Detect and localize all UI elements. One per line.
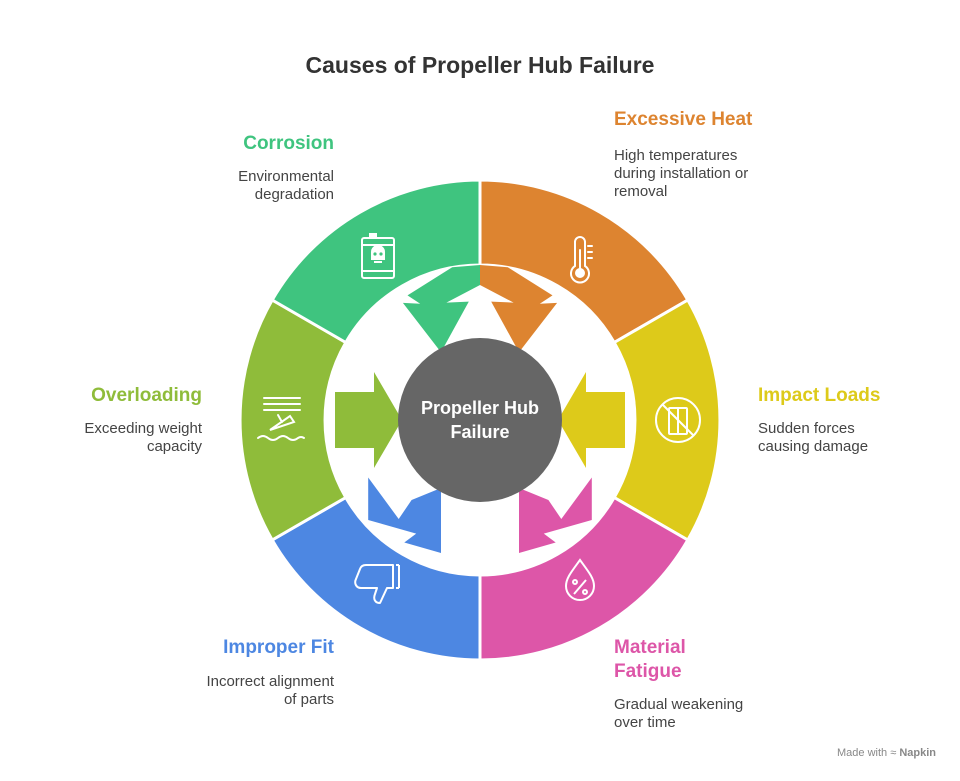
- arrow-overloading: [335, 372, 402, 468]
- label-desc-material-fatigue: Gradual weakening over time: [614, 696, 743, 732]
- desc-line: degradation: [254, 186, 334, 203]
- title-line: Material: [614, 637, 686, 658]
- desc-line: Exceeding weight: [84, 420, 202, 437]
- desc-line: High temperatures: [614, 147, 738, 164]
- label-desc-overloading: Exceeding weight capacity: [84, 420, 202, 456]
- desc-line: of parts: [283, 691, 334, 708]
- desc-line: Gradual weakening: [614, 696, 744, 713]
- label-title-improper-fit: Improper Fit: [223, 637, 334, 658]
- desc-line: capacity: [146, 438, 202, 455]
- desc-line: during installation or: [614, 165, 749, 182]
- thermometer-icon: [570, 236, 593, 284]
- desc-line: removal: [614, 183, 668, 200]
- label-desc-improper-fit: Incorrect alignment of parts: [206, 673, 334, 709]
- footer-brand: Napkin: [899, 747, 936, 759]
- percent-drop-icon: [564, 558, 596, 601]
- label-desc-corrosion: Environmental degradation: [238, 168, 334, 204]
- label-title-excessive-heat: Excessive Heat: [614, 109, 753, 130]
- label-title-impact-loads: Impact Loads: [758, 385, 881, 406]
- toxic-barrel-icon: [361, 233, 395, 279]
- arrow-material-fatigue: [519, 477, 592, 553]
- label-title-corrosion: Corrosion: [243, 133, 334, 154]
- thumbs-down-icon: [354, 564, 400, 604]
- desc-line: over time: [614, 714, 676, 731]
- desc-line: Incorrect alignment: [206, 673, 334, 690]
- arrow-corrosion: [402, 265, 480, 353]
- desc-line: causing damage: [758, 438, 869, 455]
- sinking-ship-icon: [257, 397, 305, 441]
- segment-impact-loads: [612, 297, 722, 543]
- center-label: Propeller Hub Failure: [398, 396, 562, 444]
- footer-credit[interactable]: Made with ≈ Napkin: [837, 747, 936, 759]
- arrow-improper-fit: [368, 477, 441, 553]
- no-impact-icon: [655, 397, 701, 443]
- label-title-overloading: Overloading: [91, 385, 202, 406]
- napkin-logo-icon: ≈: [890, 747, 897, 759]
- center-label-line2: Failure: [450, 422, 510, 442]
- label-title-material-fatigue: Material Fatigue: [614, 636, 686, 684]
- footer-prefix: Made with: [837, 747, 888, 759]
- title-line: Fatigue: [614, 661, 682, 682]
- desc-line: Sudden forces: [758, 420, 855, 437]
- arrow-excessive-heat: [480, 265, 558, 353]
- center-label-line1: Propeller Hub: [420, 398, 540, 418]
- diagram-title: Causes of Propeller Hub Failure: [305, 52, 655, 78]
- label-desc-excessive-heat: High temperatures during installation or…: [614, 147, 748, 201]
- center-circle: [398, 338, 562, 502]
- desc-line: Environmental: [238, 168, 334, 185]
- arrow-impact-loads: [558, 372, 625, 468]
- label-desc-impact-loads: Sudden forces causing damage: [758, 420, 868, 456]
